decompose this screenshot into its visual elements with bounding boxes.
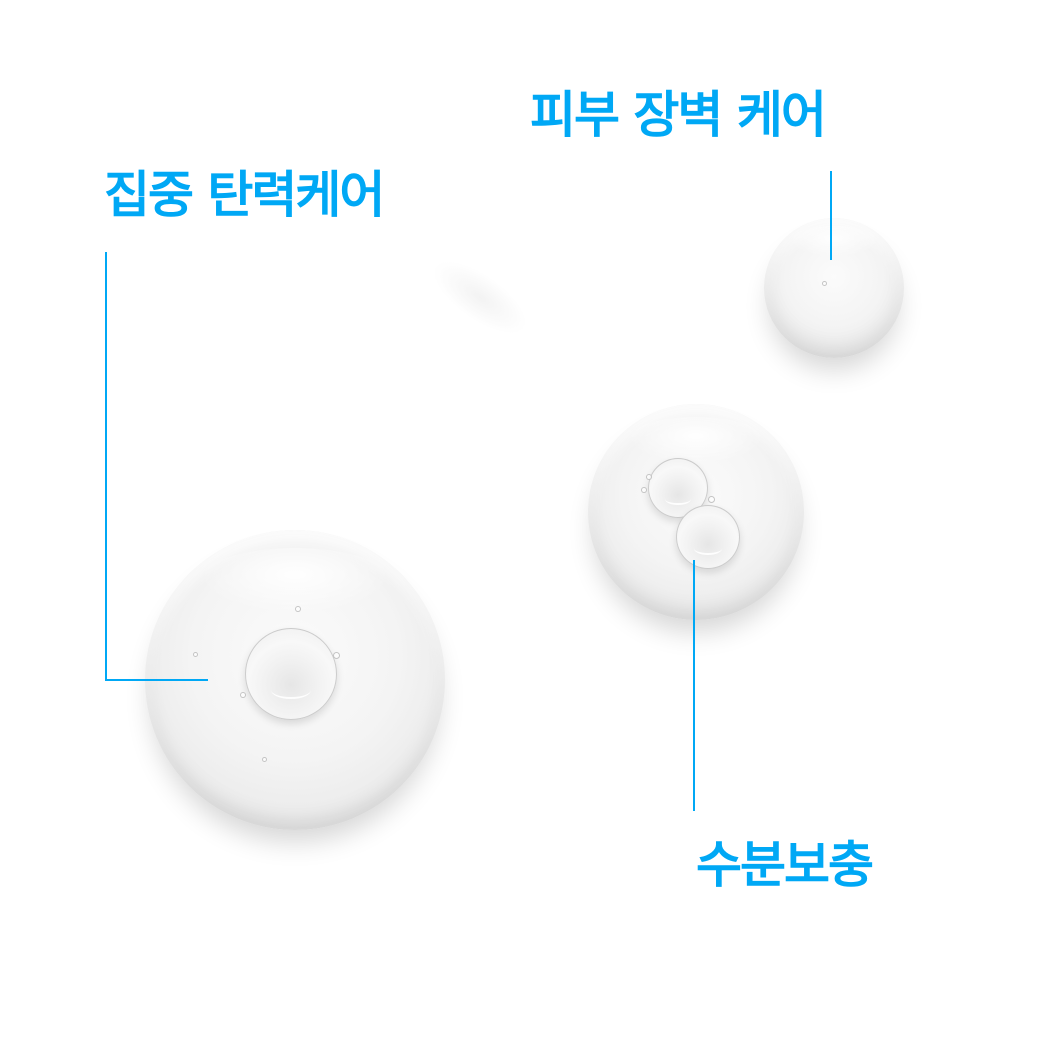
small-serum-droplet [764, 218, 904, 358]
speck [822, 281, 827, 286]
speck [262, 757, 267, 762]
speck [240, 692, 246, 698]
background-smudge [422, 247, 538, 348]
speck [295, 606, 301, 612]
connector-line-elasticity-vertical [105, 252, 107, 681]
medium-droplet-lower-bubble [676, 505, 740, 569]
label-moisture-replenishment: 수분보충 [696, 836, 874, 894]
label-intensive-elasticity-care: 집중 탄력케어 [104, 166, 385, 224]
speck [646, 474, 652, 480]
speck [641, 487, 647, 493]
speck [333, 652, 340, 659]
speck [708, 496, 715, 503]
speck [193, 652, 198, 657]
connector-line-moisture [693, 560, 695, 811]
connector-line-skin-barrier [830, 171, 832, 260]
label-skin-barrier-care: 피부 장벽 케어 [530, 86, 827, 144]
large-droplet-center-bubble [245, 628, 337, 720]
connector-line-elasticity-horizontal [105, 679, 208, 681]
medium-serum-droplet [588, 404, 804, 620]
